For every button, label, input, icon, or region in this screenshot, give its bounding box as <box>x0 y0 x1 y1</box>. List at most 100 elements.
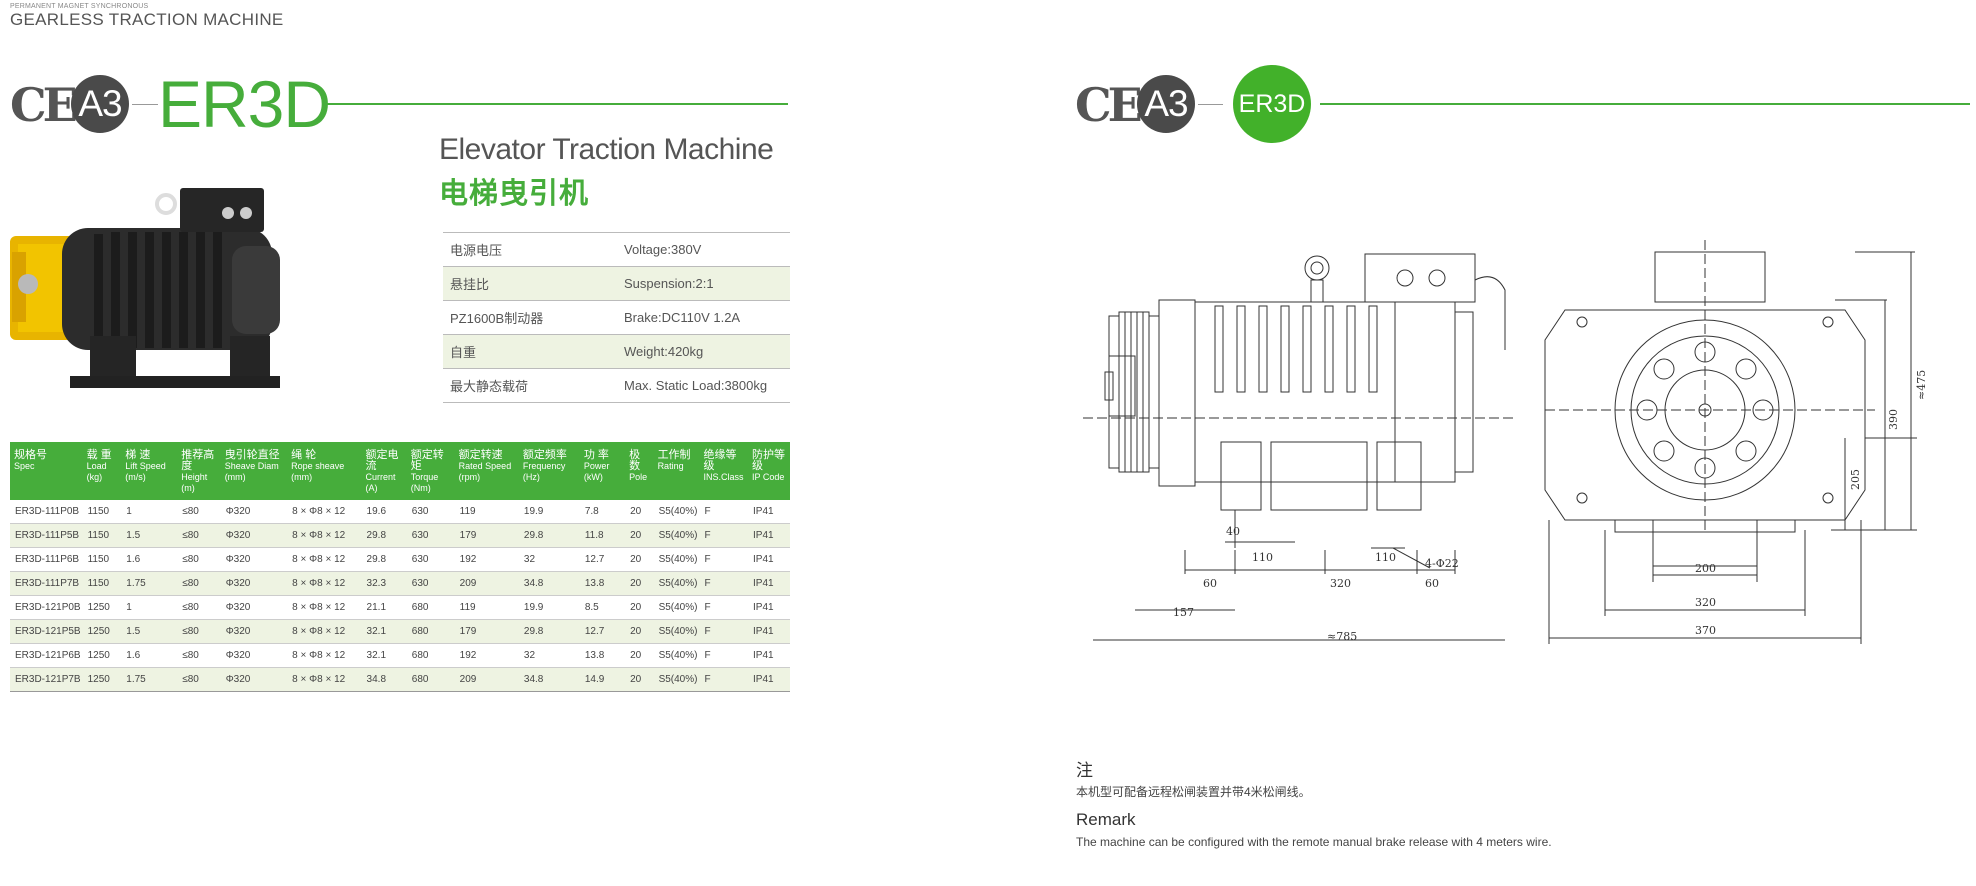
table-cell: 13.8 <box>579 571 626 596</box>
table-cell: S5(40%) <box>653 595 700 620</box>
table-cell: ER3D-111P5B <box>10 523 83 548</box>
table-cell: 32 <box>518 547 580 572</box>
table-cell: 20 <box>625 595 654 620</box>
column-header-en: Pole <box>629 472 648 482</box>
table-cell: ≤80 <box>177 643 221 668</box>
table-cell: 21.1 <box>361 595 407 620</box>
column-header-en: Load (kg) <box>86 461 107 482</box>
table-cell: S5(40%) <box>653 643 700 668</box>
column-header-cn: 规格号 <box>14 449 47 461</box>
divider <box>326 103 788 105</box>
table-cell: 1 <box>121 500 178 524</box>
table-cell: F <box>699 667 749 692</box>
divider <box>1320 103 1970 105</box>
dim-60-left: 60 <box>1203 577 1217 590</box>
table-cell: 1.5 <box>121 619 178 644</box>
spec-key: 悬挂比 <box>443 266 617 301</box>
column-header-en: INS.Class <box>703 472 744 482</box>
table-cell: 34.8 <box>518 571 580 596</box>
dim-200: 200 <box>1695 562 1716 575</box>
column-header-cn: 推荐高度 <box>181 449 215 472</box>
table-cell: 8 × Φ8 × 12 <box>287 500 362 524</box>
table-cell: 14.9 <box>579 667 626 692</box>
header-subtitle: PERMANENT MAGNET SYNCHRONOUS <box>10 3 149 10</box>
table-cell: ER3D-121P7B <box>10 667 83 692</box>
dim-475: ≈475 <box>1915 370 1928 400</box>
column-header-en: Spec <box>14 461 35 471</box>
table-cell: ER3D-111P0B <box>10 500 83 524</box>
table-cell: 119 <box>454 500 519 524</box>
column-header-en: Current (A) <box>365 472 396 493</box>
table-cell: 20 <box>625 547 654 572</box>
note-text-cn: 本机型可配备远程松闸装置并带4米松闸线。 <box>1076 785 1311 799</box>
table-cell: 1250 <box>82 619 122 644</box>
column-header-en: Lift Speed (m/s) <box>125 461 166 482</box>
table-cell: 1150 <box>82 547 122 572</box>
table-cell: F <box>699 500 749 524</box>
spec-value: Brake:DC110V 1.2A <box>617 300 790 335</box>
table-cell: 179 <box>454 619 519 644</box>
dim-110-right: 110 <box>1375 551 1396 564</box>
column-header-en: Rating <box>657 461 684 471</box>
table-cell: 12.7 <box>579 547 626 572</box>
table-cell: ≤80 <box>177 500 221 524</box>
column-header-cn: 额定转速 <box>458 449 503 461</box>
table-cell: 34.8 <box>518 667 580 692</box>
table-cell: 192 <box>454 547 519 572</box>
table-cell: 19.6 <box>361 500 407 524</box>
table-cell: Φ320 <box>220 595 288 620</box>
column-header-en: Frequency (Hz) <box>522 461 566 482</box>
table-cell: S5(40%) <box>653 547 700 572</box>
spec-value: Max. Static Load:3800kg <box>617 368 790 403</box>
spec-value: Voltage:380V <box>617 232 790 267</box>
table-cell: 8 × Φ8 × 12 <box>287 547 362 572</box>
table-cell: S5(40%) <box>653 571 700 596</box>
table-cell: ≤80 <box>177 523 221 548</box>
column-header-en: Sheave Diam (mm) <box>224 461 279 482</box>
column-header-en: Rated Speed (rpm) <box>458 461 512 482</box>
column-header-cn: 额定频率 <box>522 449 567 461</box>
divider <box>1198 104 1223 105</box>
column-header-cn: 绳 轮 <box>291 449 317 461</box>
product-photo <box>10 186 332 394</box>
table-cell: 8.5 <box>579 595 626 620</box>
table-cell: S5(40%) <box>653 523 700 548</box>
model-badge: ER3D <box>1233 65 1311 143</box>
table-cell: F <box>699 595 749 620</box>
table-cell: 1.6 <box>121 547 178 572</box>
table-cell: 12.7 <box>579 619 626 644</box>
table-cell: 1 <box>121 595 178 620</box>
table-cell: 29.8 <box>361 547 407 572</box>
table-cell: 630 <box>406 571 455 596</box>
table-cell: 20 <box>625 643 654 668</box>
spec-value: Weight:420kg <box>617 334 790 369</box>
table-cell: 680 <box>406 619 455 644</box>
table-cell: S5(40%) <box>653 619 700 644</box>
table-cell: ER3D-121P6B <box>10 643 83 668</box>
table-cell: 8 × Φ8 × 12 <box>287 619 362 644</box>
table-cell: 1.75 <box>121 571 178 596</box>
table-cell: Φ320 <box>220 667 288 692</box>
table-cell: 20 <box>625 523 654 548</box>
table-cell: IP41 <box>748 667 790 692</box>
table-cell: 1150 <box>82 500 122 524</box>
spec-key: 电源电压 <box>443 232 617 267</box>
table-cell: 1.75 <box>121 667 178 692</box>
table-cell: 32.1 <box>361 619 407 644</box>
table-cell: 192 <box>454 643 519 668</box>
side-view <box>1083 253 1513 641</box>
class-badge-label: A3 <box>78 83 122 124</box>
table-cell: 630 <box>406 523 455 548</box>
column-header-cn: 额定转矩 <box>410 449 444 472</box>
note-heading-cn: 注 <box>1076 761 1093 780</box>
